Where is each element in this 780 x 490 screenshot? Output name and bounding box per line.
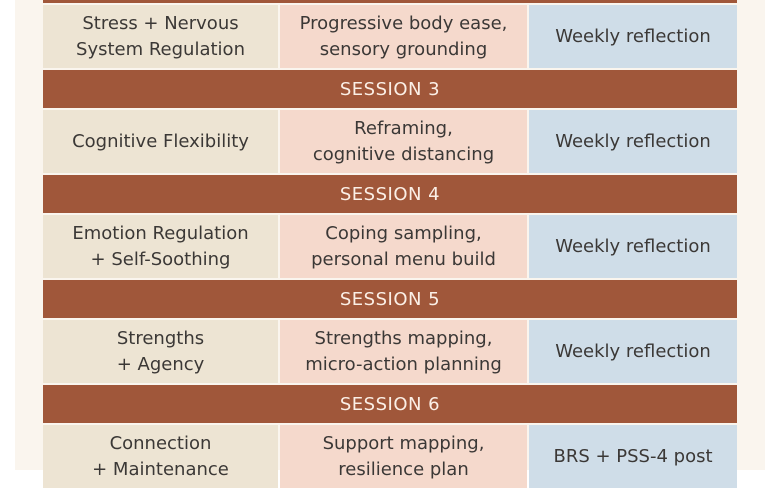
table-row: Strengths + Agency Strengths mapping, mic… — [43, 320, 737, 383]
session-header: SESSION 3 — [43, 70, 737, 108]
assessment-cell-text: Weekly reflection — [555, 340, 711, 362]
topic-cell: Strengths + Agency — [43, 320, 278, 383]
topic-cell: Stress + Nervous System Regulation — [43, 5, 278, 68]
topic-cell: Emotion Regulation + Self-Soothing — [43, 215, 278, 278]
assessment-cell-text: Weekly reflection — [555, 235, 711, 257]
table-row: Cognitive Flexibility Reframing, cognitiv… — [43, 110, 737, 173]
practice-cell: Progressive body ease, sensory grounding — [280, 5, 527, 68]
practice-cell-text: Coping sampling, personal menu build — [311, 222, 496, 270]
assessment-cell: Weekly reflection — [529, 320, 737, 383]
practice-cell: Strengths mapping, micro-action planning — [280, 320, 527, 383]
session-header: SESSION 5 — [43, 280, 737, 318]
practice-cell: Reframing, cognitive distancing — [280, 110, 527, 173]
topic-cell-text: Connection + Maintenance — [92, 432, 229, 480]
topic-cell: Connection + Maintenance — [43, 425, 278, 488]
session-header: SESSION 4 — [43, 175, 737, 213]
topic-cell-text: Cognitive Flexibility — [72, 130, 249, 152]
table-row: Stress + Nervous System Regulation Progre… — [43, 5, 737, 68]
assessment-cell-text: Weekly reflection — [555, 25, 711, 47]
assessment-cell-text: BRS + PSS-4 post — [553, 445, 713, 467]
session-table: Stress + Nervous System Regulation Progre… — [43, 0, 737, 490]
practice-cell-text: Strengths mapping, micro-action planning — [305, 327, 502, 375]
topic-cell-text: Emotion Regulation + Self-Soothing — [72, 222, 249, 270]
assessment-cell: Weekly reflection — [529, 5, 737, 68]
assessment-cell: Weekly reflection — [529, 215, 737, 278]
topic-cell-text: Stress + Nervous System Regulation — [76, 12, 245, 60]
table-row: Emotion Regulation + Self-Soothing Coping… — [43, 215, 737, 278]
practice-cell-text: Reframing, cognitive distancing — [312, 117, 495, 165]
practice-cell: Support mapping, resilience plan — [280, 425, 527, 488]
session-header: SESSION 6 — [43, 385, 737, 423]
table-row: Connection + Maintenance Support mapping,… — [43, 425, 737, 488]
practice-cell: Coping sampling, personal menu build — [280, 215, 527, 278]
assessment-cell: Weekly reflection — [529, 110, 737, 173]
topic-cell: Cognitive Flexibility — [43, 110, 278, 173]
assessment-cell-text: Weekly reflection — [555, 130, 711, 152]
session-header-bar — [43, 0, 737, 3]
practice-cell-text: Progressive body ease, sensory grounding — [299, 12, 508, 60]
assessment-cell: BRS + PSS-4 post — [529, 425, 737, 488]
practice-cell-text: Support mapping, resilience plan — [322, 432, 485, 480]
topic-cell-text: Strengths + Agency — [116, 327, 205, 375]
